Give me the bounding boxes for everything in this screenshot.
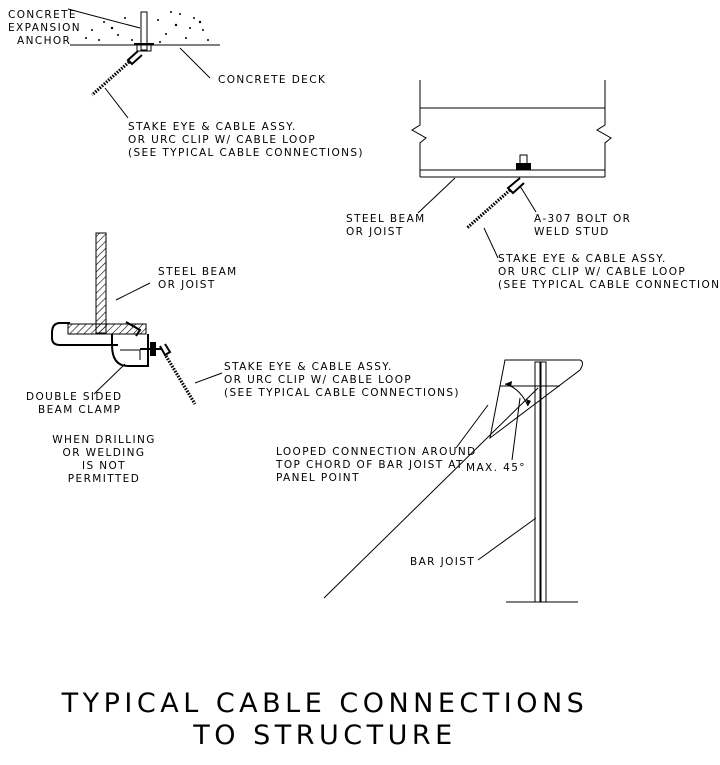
loop-label-3: PANEL POINT [276,472,360,484]
clamp-label-1: DOUBLE SIDED [26,391,122,403]
leader-beam [417,177,456,214]
leader-deck [179,47,211,79]
cable-label-2: OR URC CLIP W/ CABLE LOOP [498,266,686,278]
angle-arc [504,383,529,407]
anchor-label-3: ANCHOR [17,35,71,47]
bolt-label-1: A-307 BOLT OR [534,213,631,225]
beam-label-2: OR JOIST [158,279,216,291]
cable [90,60,131,97]
joist-web-left [534,361,541,603]
title-line-1: TYPICAL CABLE CONNECTIONS [61,688,589,719]
cable-label-2: OR URC CLIP W/ CABLE LOOP [224,374,412,386]
leader-clamp [93,363,126,395]
deck-label: CONCRETE DECK [218,74,326,86]
leader-cable [483,227,499,259]
detail-bar-joist: LOOPED CONNECTION AROUND TOP CHORD OF BA… [275,359,583,603]
cable-label-3: (SEE TYPICAL CABLE CONNECTIONS) [128,147,364,159]
loop-label-2: TOP CHORD OF BAR JOIST AT [275,459,464,471]
arc-arrow-end [526,399,531,406]
title-line-2: TO STRUCTURE [192,720,456,751]
clamp-body [111,334,149,367]
note-line-1: WHEN DRILLING [52,434,156,446]
angle-label: MAX. 45° [466,462,526,474]
arc-arrow-start [505,381,512,387]
leader-cable [104,87,129,119]
beam-web [95,232,107,334]
drawing-title: TYPICAL CABLE CONNECTIONS TO STRUCTURE [61,688,589,751]
top-chord [489,359,583,440]
stake-eye [506,177,525,195]
beam-flange [67,323,147,335]
anchor-label-1: CONCRETE [8,9,77,21]
stake-eye [126,50,143,66]
beam-label-1: STEEL BEAM [158,266,238,278]
leader-anchor [67,8,141,29]
beam-break-right [596,80,612,177]
cable-label-1: STAKE EYE & CABLE ASSY. [224,361,393,373]
note-line-4: PERMITTED [68,473,140,485]
anchor-label-2: EXPANSION [8,22,81,34]
beam-break-left [411,80,427,177]
stake-eye [159,343,172,357]
leader-bolt [519,185,537,213]
detail-beam-clamp: STEEL BEAM OR JOIST STAKE EYE & CABLE AS… [26,232,460,485]
detail-steel-beam: STEEL BEAM OR JOIST A-307 BOLT OR WELD S… [346,80,720,291]
clamp-jaw-left [51,322,118,346]
cable-label-1: STAKE EYE & CABLE ASSY. [128,121,297,133]
leader-loop [455,404,489,449]
leader-joist [477,517,537,561]
anchor-washer [134,43,154,45]
note-line-3: IS NOT [82,460,126,472]
concrete-stipple [85,11,209,43]
bolt-label-2: WELD STUD [534,226,610,238]
leader-beam [115,282,151,301]
cable-label-3: (SEE TYPICAL CABLE CONNECTIONS) [498,279,720,291]
note-line-2: OR WELDING [63,447,146,459]
anchor-shaft [140,11,148,51]
cable [164,355,197,405]
clamp-label-2: BEAM CLAMP [38,404,121,416]
loop-label-1: LOOPED CONNECTION AROUND [276,446,477,458]
bolt-nut [516,163,531,170]
beam-label-1: STEEL BEAM [346,213,426,225]
cable-label-2: OR URC CLIP W/ CABLE LOOP [128,134,316,146]
joist-label: BAR JOIST [410,556,475,568]
cable [465,188,512,230]
beam-label-2: OR JOIST [346,226,404,238]
cable-label-3: (SEE TYPICAL CABLE CONNECTIONS) [224,387,460,399]
clamp-jaw-right [125,321,142,337]
leader-angle [511,397,521,461]
cable-label-1: STAKE EYE & CABLE ASSY. [498,253,667,265]
cable-diagonal [323,387,539,599]
leader-cable [194,372,223,384]
detail-concrete-anchor: CONCRETE EXPANSION ANCHOR CONCRETE DECK … [8,8,364,159]
clamp-inner [120,349,141,360]
